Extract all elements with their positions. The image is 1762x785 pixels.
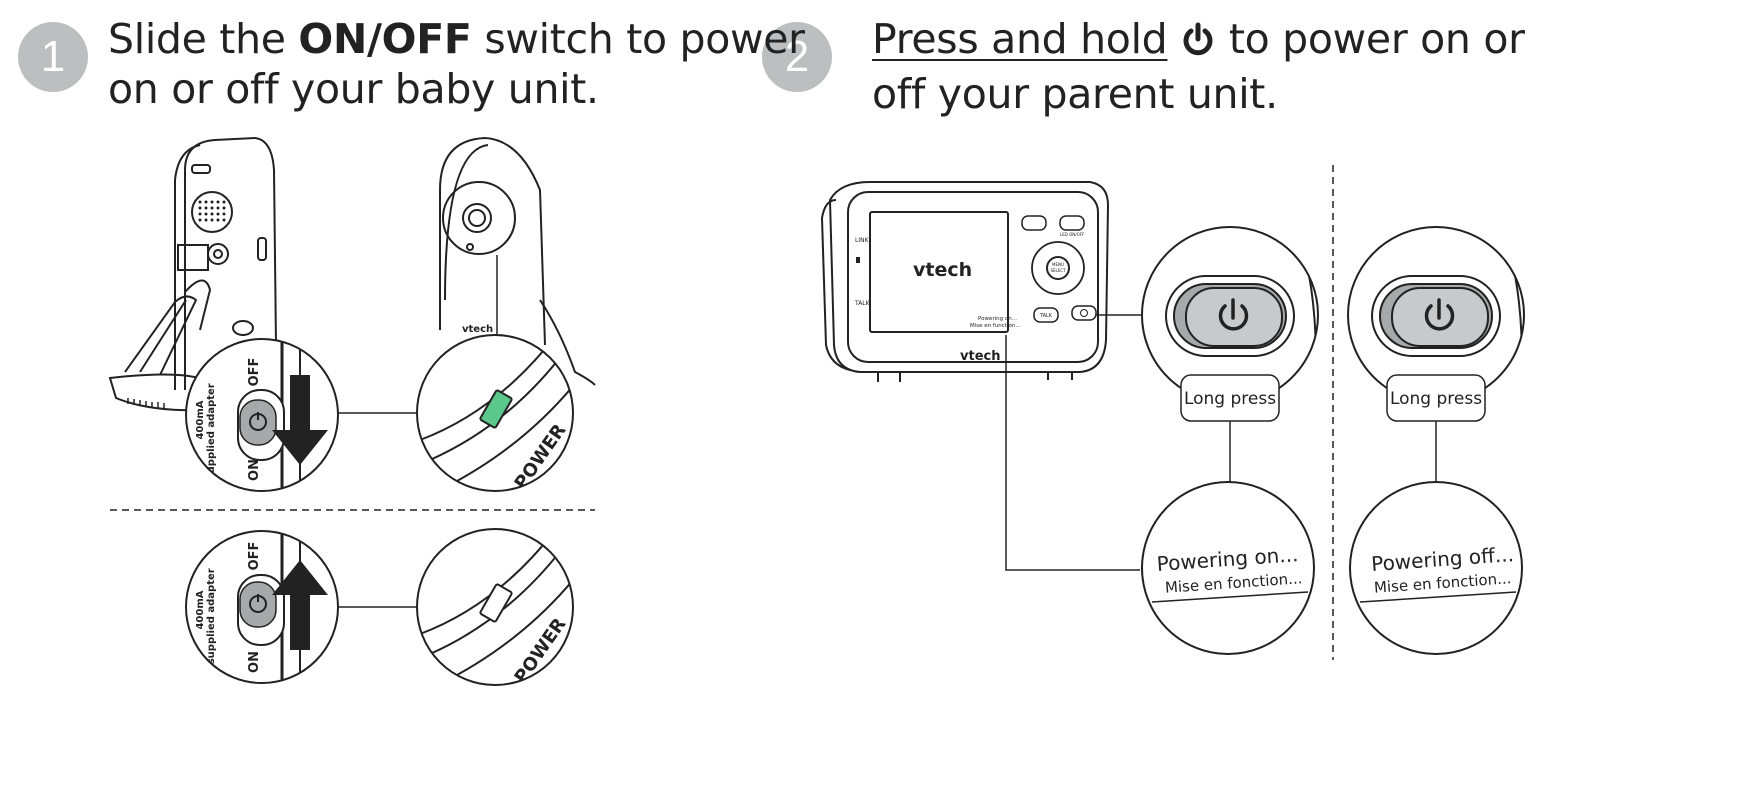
step-2-instruction: Press and hold to power on or off your p…	[872, 15, 1525, 118]
switch-on-label-2: ON	[247, 651, 262, 673]
baby-unit-brand-logo: vtech	[462, 324, 493, 335]
switch-zoom-on-to-off: OFF ON only supplied adapter 400mA	[185, 530, 339, 691]
switch-on-label: ON	[247, 459, 262, 481]
power-button-zoom-on: Long press	[1141, 226, 1319, 422]
step-1-instruction: Slide the ON/OFF switch to power on or o…	[108, 15, 805, 113]
long-press-label-right: Long press	[1390, 389, 1482, 409]
step-2-badge: 2	[762, 22, 832, 92]
switch-off-label: OFF	[247, 358, 262, 387]
svg-text:SELECT: SELECT	[1050, 268, 1066, 273]
parent-unit: vtech Powering on... Mise en function...…	[820, 181, 1142, 571]
parent-screen-brand: vtech	[913, 259, 972, 281]
adapter-text: only supplied adapter	[206, 383, 217, 506]
svg-text:LINK: LINK	[855, 237, 870, 244]
current-rating-text: 400mA	[195, 400, 206, 439]
power-button-zoom-off: Long press	[1347, 226, 1525, 422]
power-icon	[1180, 19, 1216, 69]
svg-text:MENU: MENU	[1052, 262, 1064, 267]
screen-zoom-powering-off: Powering off... Mise en fonction...	[1349, 481, 1523, 655]
screen-zoom-powering-on: Powering on... Mise en fonction...	[1141, 481, 1315, 655]
long-press-label-left: Long press	[1184, 389, 1276, 409]
switch-off-label-2: OFF	[247, 542, 262, 571]
baby-unit-back-view	[108, 136, 277, 412]
svg-text:TALK: TALK	[854, 300, 871, 307]
press-and-hold-text: Press and hold	[872, 15, 1168, 63]
on-off-switch-label: ON/OFF	[298, 15, 472, 63]
svg-text:Powering on...: Powering on...	[978, 316, 1017, 322]
switch-zoom-off-to-on: OFF ON only supplied adapter 400mA	[185, 338, 339, 506]
slide-up-arrow	[272, 560, 328, 650]
power-led-zoom-off: POWER	[416, 528, 574, 686]
current-rating-text-2: 400mA	[195, 590, 206, 629]
svg-text:Mise en function...: Mise en function...	[970, 323, 1021, 329]
svg-text:TALK: TALK	[1039, 313, 1053, 319]
adapter-text-2: only supplied adapter	[206, 568, 217, 691]
slide-down-arrow	[272, 375, 328, 465]
svg-text:LED ON/OFF: LED ON/OFF	[1060, 232, 1085, 237]
step-1-badge: 1	[18, 22, 88, 92]
parent-power-button[interactable]	[1071, 305, 1097, 321]
power-led-zoom-on: POWER	[416, 334, 574, 492]
parent-body-brand: vtech	[960, 349, 1000, 364]
